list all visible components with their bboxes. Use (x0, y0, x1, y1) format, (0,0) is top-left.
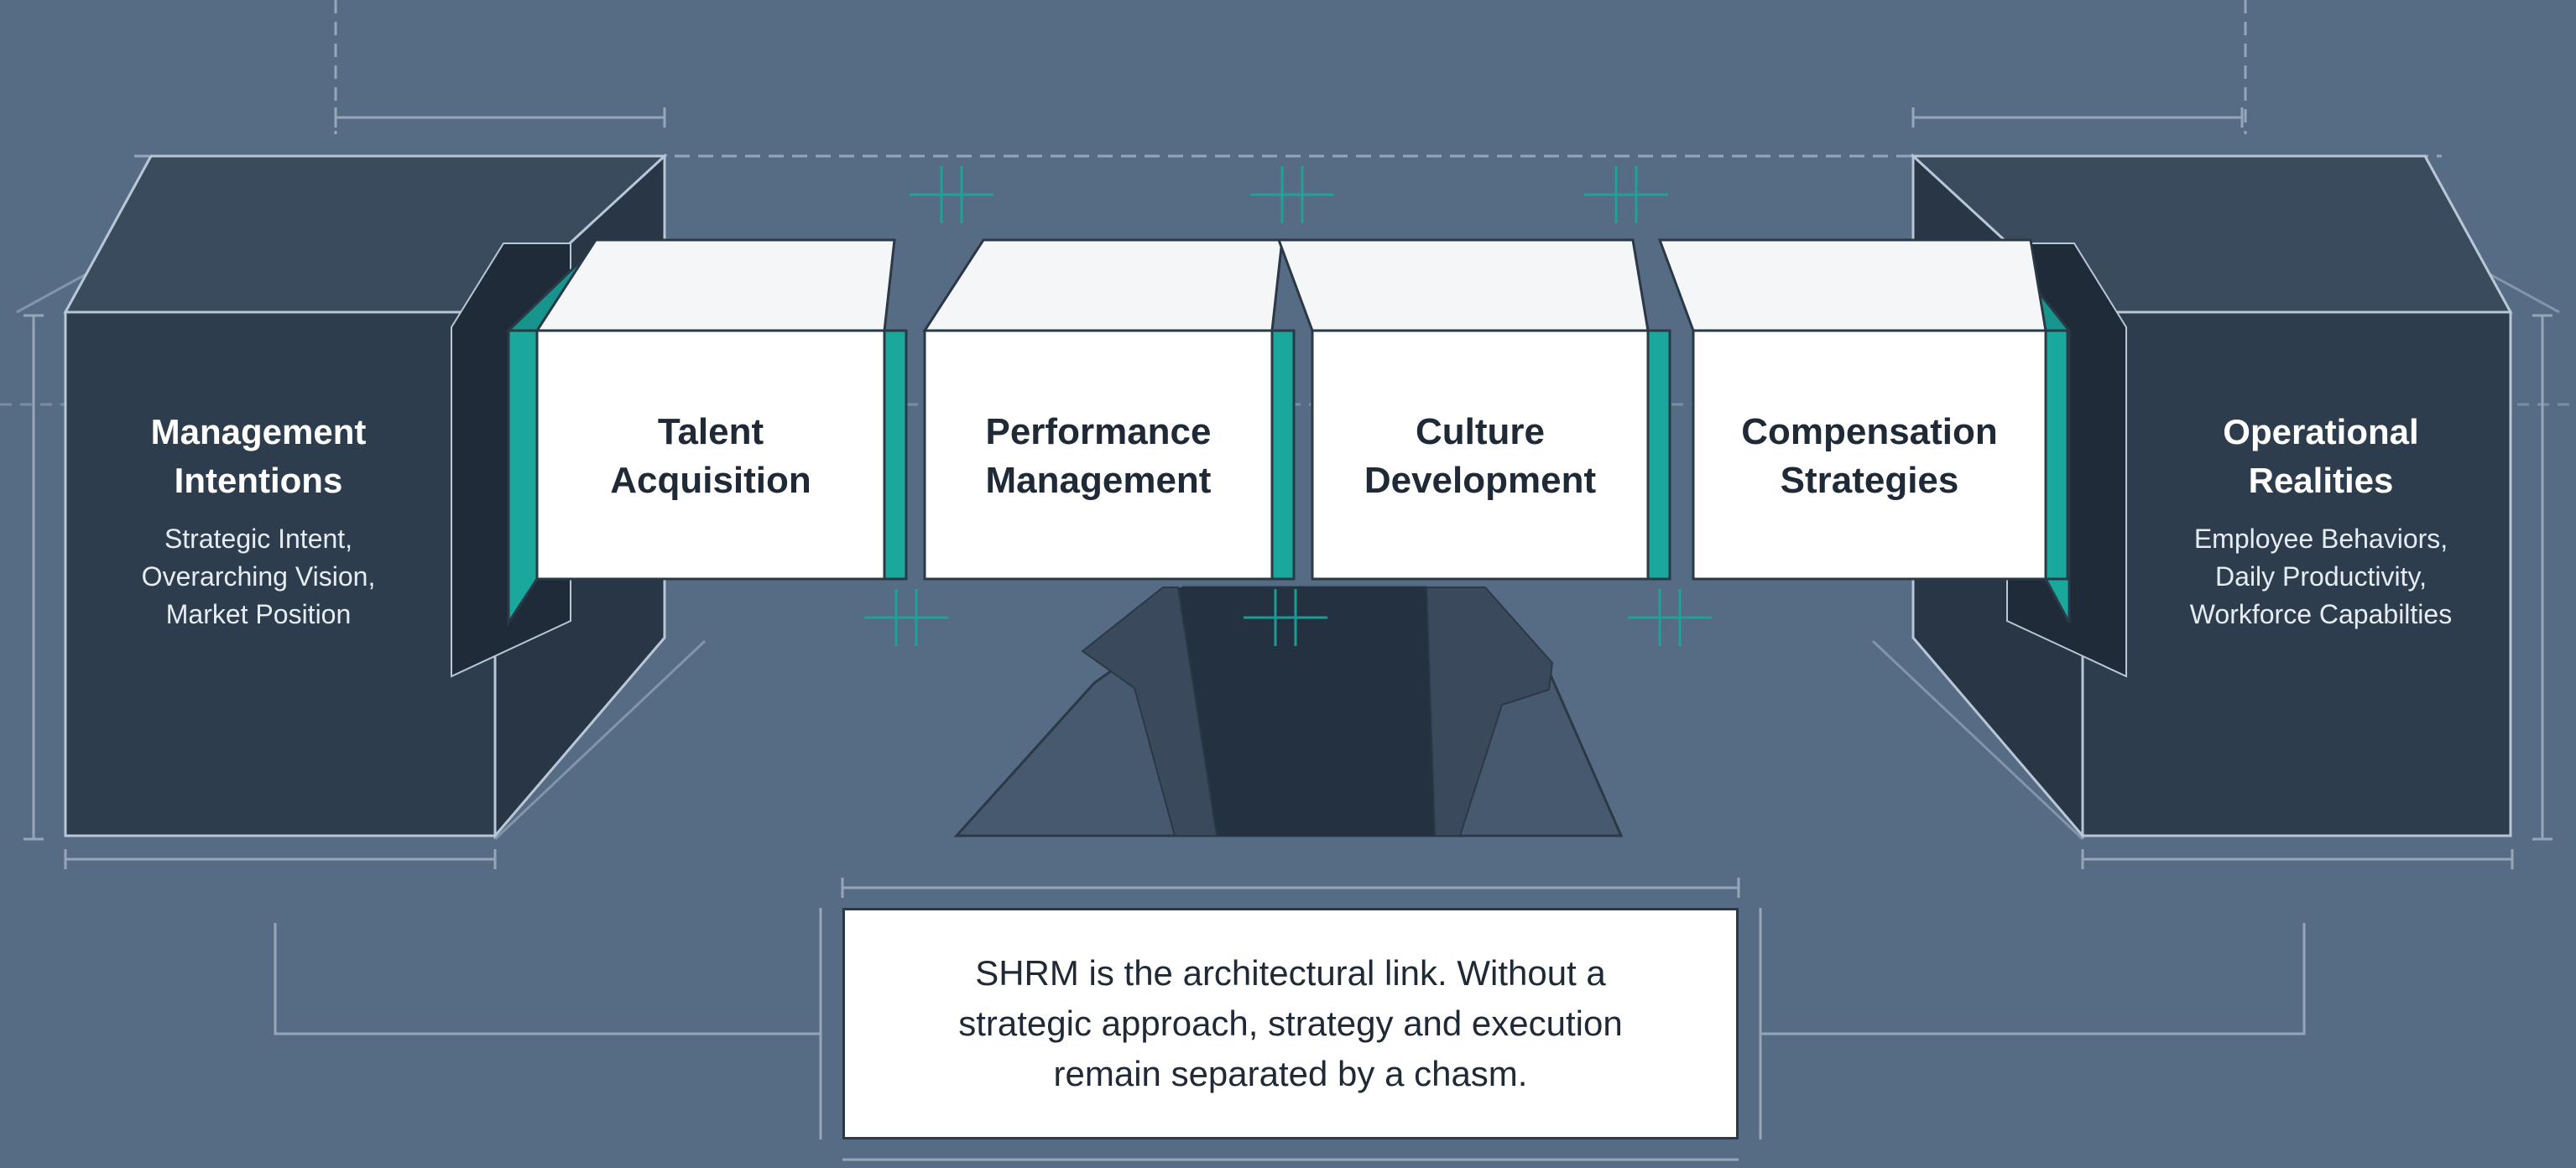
alignment-marks (864, 166, 1712, 646)
block-label-performance-management: Performance Management (925, 408, 1272, 505)
caption-text: SHRM is the architectural link. Without … (958, 953, 1623, 1093)
block-4-top (1657, 238, 2047, 332)
block-label-culture-development: Culture Development (1312, 408, 1648, 505)
block-1-line1: Talent (657, 411, 764, 452)
left-caption-bracket (274, 923, 821, 1035)
block-3-line2: Development (1364, 460, 1597, 501)
crosshair-mark-5 (1244, 589, 1327, 646)
block-1-face (535, 329, 886, 581)
left-teal-connector (507, 329, 539, 628)
left-vertical-dimension (23, 314, 44, 841)
crosshair-mark-6 (1628, 589, 1712, 646)
block-1-line2: Acquisition (610, 460, 811, 501)
block-label-compensation-strategies: Compensation Strategies (1693, 408, 2046, 505)
left-pillar-sub-line1: Strategic Intent, (164, 524, 353, 554)
block-2-face (923, 329, 1274, 581)
block-1-top (534, 238, 896, 332)
right-top-dimension (1911, 107, 2244, 128)
crosshair-mark-3 (1584, 166, 1668, 223)
left-pillar-title: Management Intentions (67, 408, 450, 505)
caption-top-dimension (841, 878, 1740, 898)
caption-box: SHRM is the architectural link. Without … (842, 908, 1739, 1139)
block-4-line1: Compensation (1741, 411, 1998, 452)
block-2-top (922, 238, 1284, 332)
left-pillar-title-line1: Management (150, 412, 367, 451)
block-label-talent-acquisition: Talent Acquisition (537, 408, 884, 505)
crosshair-mark-4 (864, 589, 948, 646)
caption-side-lines (819, 908, 1762, 1139)
block-3-face (1311, 329, 1650, 581)
left-pillar-sub-line3: Market Position (165, 599, 352, 629)
bridge-blocks (534, 238, 2069, 581)
block-3-top (1276, 238, 1650, 332)
right-pillar-sub-line3: Workforce Capabilties (2189, 599, 2453, 629)
right-pillar-title-line2: Realities (2248, 461, 2394, 500)
block-2-line1: Performance (985, 411, 1212, 452)
block-4-line2: Strategies (1780, 460, 1959, 501)
right-pillar-sub-line2: Daily Productivity, (2215, 561, 2427, 592)
left-pillar-description: Strategic Intent, Overarching Vision, Ma… (67, 520, 450, 634)
right-pillar-title: Operational Realities (2128, 408, 2514, 505)
block-4-teal-plate (2044, 329, 2069, 581)
left-pillar-sub-line2: Overarching Vision, (141, 561, 376, 592)
right-caption-bracket (1760, 923, 2306, 1035)
left-top-dimension (334, 107, 666, 128)
right-pillar-sub-line1: Employee Behaviors, (2193, 524, 2448, 554)
block-4-face (1692, 329, 2047, 581)
chasm (953, 586, 1624, 837)
block-3-teal-plate (1646, 329, 1671, 581)
left-bottom-dimension (64, 849, 497, 869)
right-pillar-description: Employee Behaviors, Daily Productivity, … (2128, 520, 2514, 634)
block-2-teal-plate (1270, 329, 1296, 581)
crosshair-mark-2 (1250, 166, 1334, 223)
block-3-line1: Culture (1416, 411, 1545, 452)
right-bottom-dimension (2081, 849, 2514, 869)
crosshair-mark-1 (910, 166, 993, 223)
block-2-line2: Management (985, 460, 1212, 501)
right-vertical-dimension (2532, 314, 2553, 841)
left-pillar-title-line2: Intentions (174, 461, 343, 500)
right-pillar-title-line1: Operational (2223, 412, 2419, 451)
block-1-teal-plate (883, 329, 908, 581)
